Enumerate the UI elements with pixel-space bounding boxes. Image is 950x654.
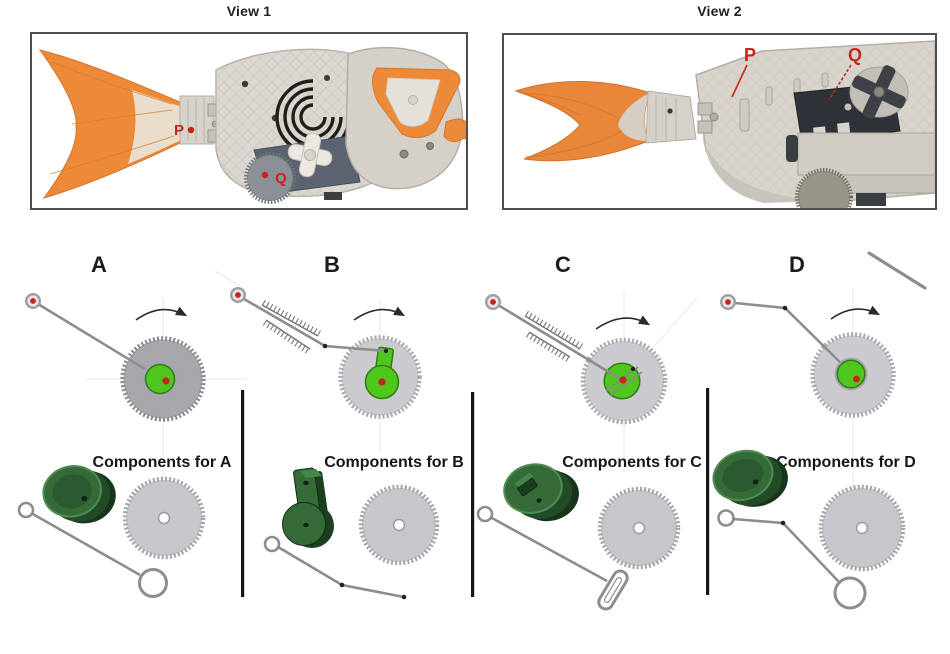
pivot-pin bbox=[25, 293, 42, 310]
linkage-rod-part bbox=[263, 535, 407, 600]
label-q-text: Q bbox=[848, 45, 862, 65]
pivot-pin bbox=[485, 294, 502, 311]
components-c: Components for C bbox=[476, 454, 702, 611]
label-p-leader bbox=[731, 64, 748, 98]
label-p-text: P bbox=[744, 45, 756, 65]
mechanism-c: C bbox=[485, 252, 668, 425]
components-d-title: Components for D bbox=[776, 454, 916, 471]
stray-rod bbox=[867, 251, 927, 290]
label-p-text: P bbox=[174, 122, 184, 139]
panel-dividers bbox=[241, 388, 710, 597]
components-a-title: Components for A bbox=[93, 454, 232, 471]
mechanism-b: B bbox=[229, 252, 422, 419]
gear-icon bbox=[597, 486, 681, 570]
point-label-p: P bbox=[731, 45, 756, 98]
mechanism-d: D bbox=[720, 251, 927, 418]
cam-disc bbox=[144, 363, 176, 395]
label-q-dot bbox=[261, 171, 269, 179]
linkage-rod bbox=[37, 302, 159, 379]
gear-icon bbox=[358, 484, 440, 566]
mechanism-d-label: D bbox=[789, 252, 805, 277]
crank-pin-dot bbox=[619, 376, 627, 384]
rack-teeth bbox=[261, 299, 321, 355]
fish-head bbox=[345, 46, 466, 190]
rotation-arrow-icon bbox=[830, 305, 881, 320]
linkage-rod-part bbox=[17, 501, 168, 598]
joint-dot bbox=[630, 366, 636, 372]
view2-title: View 2 bbox=[697, 3, 742, 19]
bend-dot bbox=[782, 305, 788, 311]
view2-photo: P Q bbox=[514, 40, 935, 208]
cam-keyhole-3d bbox=[282, 467, 334, 548]
gear-icon bbox=[122, 476, 206, 560]
pivot-pin bbox=[720, 294, 737, 311]
components-b: Components for B bbox=[263, 454, 464, 600]
view1-photo-frame: P Q bbox=[30, 32, 468, 210]
rack-teeth bbox=[524, 310, 584, 363]
label-q-text: Q bbox=[275, 170, 287, 187]
label-p-dot bbox=[187, 126, 195, 134]
point-label-q: Q bbox=[828, 45, 862, 101]
drive-gear bbox=[244, 152, 296, 204]
slotted-link bbox=[597, 569, 629, 611]
mechanism-a-label: A bbox=[91, 252, 107, 277]
fish-tail-fin bbox=[514, 81, 697, 162]
cam-cross bbox=[287, 132, 333, 178]
crank-pin-dot bbox=[853, 375, 860, 383]
linkage-rod-part bbox=[476, 505, 629, 611]
cam-disc-3d bbox=[712, 449, 788, 507]
components-b-title: Components for B bbox=[324, 454, 464, 471]
components-d: Components for D bbox=[712, 449, 916, 610]
linkage-rod bbox=[497, 303, 623, 382]
fish-tail-fin bbox=[38, 49, 183, 199]
mechanism-b-label: B bbox=[324, 252, 340, 277]
point-label-q: Q bbox=[261, 170, 287, 187]
mechanism-c-label: C bbox=[555, 252, 571, 277]
linkage-rod-part bbox=[717, 509, 867, 610]
gear-icon bbox=[818, 484, 906, 572]
divider-b-c bbox=[471, 392, 475, 597]
cam-disc bbox=[836, 359, 866, 389]
divider-a-b bbox=[241, 390, 245, 597]
point-label-p: P bbox=[174, 122, 195, 139]
crank-pin-dot bbox=[378, 378, 386, 386]
tail-hinge bbox=[179, 95, 222, 145]
divider-c-d bbox=[706, 388, 710, 595]
components-c-title: Components for C bbox=[562, 454, 702, 471]
bend-dot bbox=[322, 343, 328, 349]
view2-photo-frame: P Q bbox=[502, 33, 937, 210]
pivot-pin bbox=[229, 287, 246, 304]
view1-title: View 1 bbox=[226, 3, 272, 19]
cam-disc-3d bbox=[42, 465, 116, 524]
mechanisms-figure: A B bbox=[17, 251, 927, 611]
small-gear bbox=[795, 168, 886, 208]
rotation-arrow-icon bbox=[135, 306, 188, 321]
rotation-arrow-icon bbox=[595, 315, 651, 330]
joint-dot bbox=[383, 348, 389, 354]
components-a: Components for A bbox=[17, 454, 232, 598]
rotation-arrow-icon bbox=[353, 306, 406, 321]
cam-disc-slotted-3d bbox=[503, 463, 579, 522]
view1-photo: P Q bbox=[38, 46, 466, 204]
battery-box bbox=[786, 132, 935, 194]
crank-pin-dot bbox=[162, 377, 170, 385]
label-q-leader bbox=[828, 64, 852, 101]
rotor-plate bbox=[849, 65, 909, 119]
mechanism-a: A bbox=[25, 252, 206, 422]
